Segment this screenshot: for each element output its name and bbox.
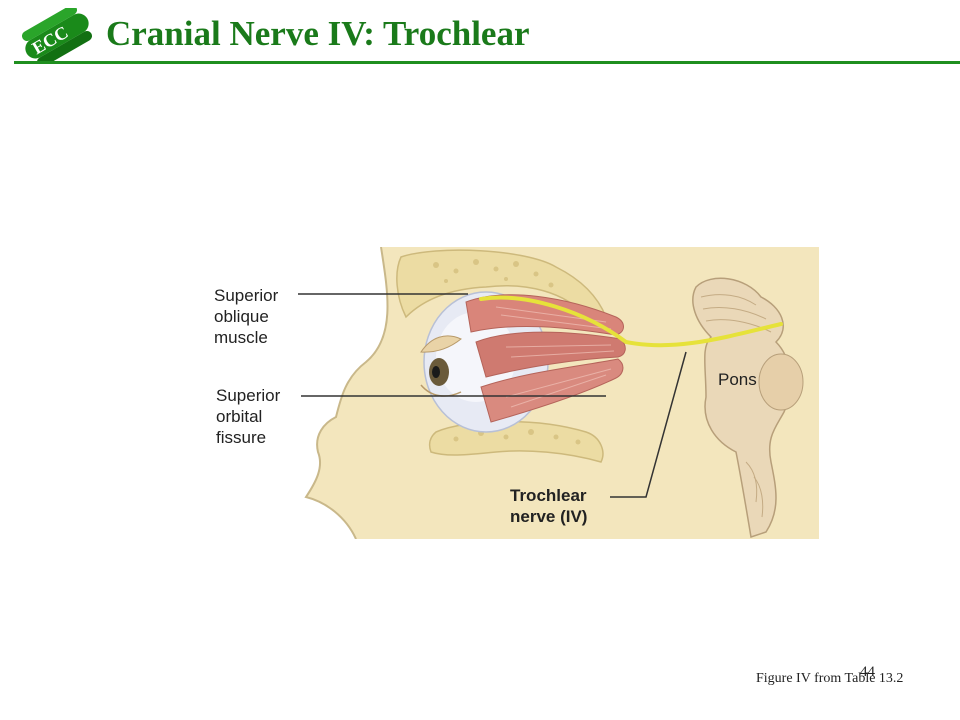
slide-title: Cranial Nerve IV: Trochlear xyxy=(106,14,530,53)
brainstem xyxy=(692,277,792,538)
leader-trochlear xyxy=(610,351,687,498)
pons-bulge xyxy=(758,353,804,411)
bone-texture-upper xyxy=(433,259,554,288)
ecc-logo: ECC xyxy=(21,8,93,64)
anatomy-illustration xyxy=(206,246,819,540)
inferior-rectus-muscle xyxy=(480,358,624,423)
figure-caption: Figure IV from Table 13.2 xyxy=(756,671,904,686)
trochlear-nerve xyxy=(479,295,783,348)
upper-orbital-bone xyxy=(396,249,608,319)
label-superior-orbital-fissure: Superior orbital fissure xyxy=(216,386,281,447)
label-pons: Pons xyxy=(718,370,757,389)
eyeball-highlight xyxy=(436,312,516,402)
pupil xyxy=(432,366,440,378)
lower-orbital-bone xyxy=(428,420,604,463)
superior-rectus-muscle xyxy=(465,294,624,336)
face-outline xyxy=(304,246,389,540)
trochlear-nerve-figure: Superior oblique muscle Superior orbital… xyxy=(206,246,819,540)
title-underline xyxy=(14,61,960,64)
upper-eyelid xyxy=(420,335,462,353)
label-trochlear-nerve: Trochlear nerve (IV) xyxy=(510,486,588,526)
label-superior-oblique-muscle: Superior oblique muscle xyxy=(214,286,279,347)
page-number: 44 xyxy=(860,664,875,680)
